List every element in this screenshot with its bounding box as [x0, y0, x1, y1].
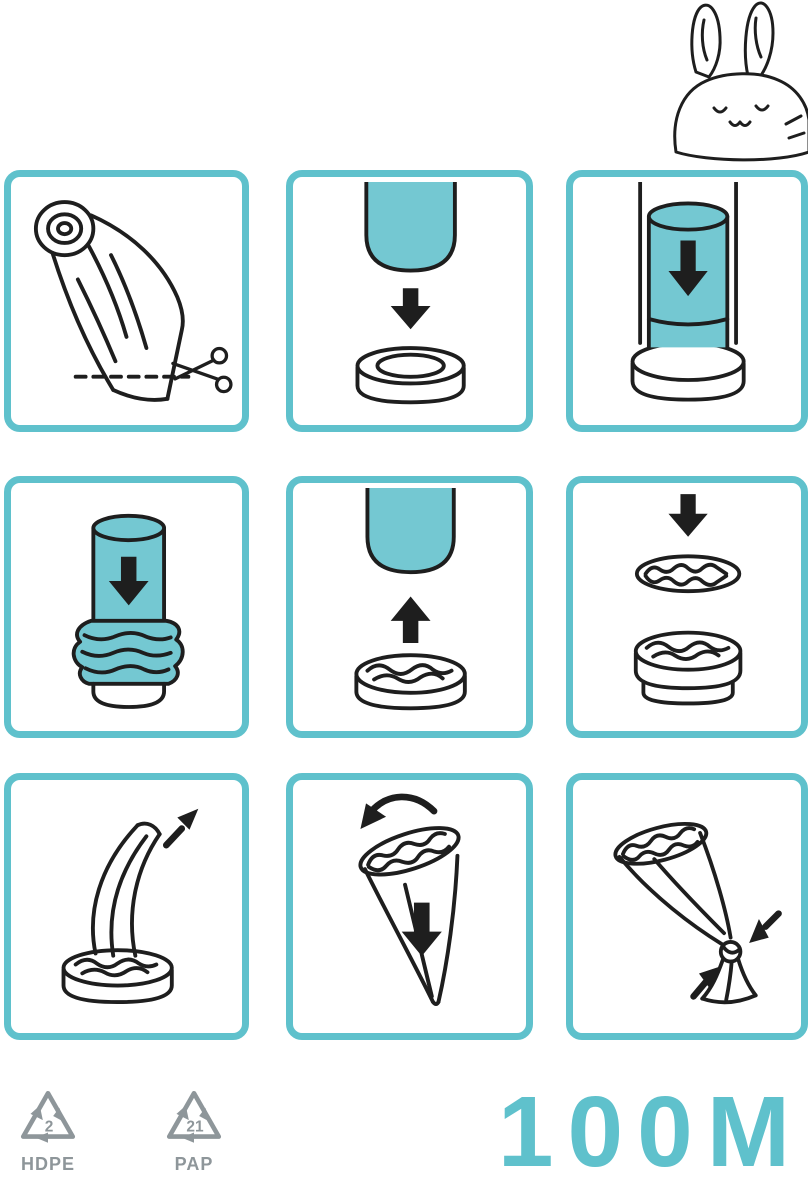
arrow-down-icon: [108, 556, 149, 606]
push-roll-into-ring-illustration: [630, 182, 746, 402]
step-panel-7: [4, 773, 249, 1040]
arrow-up-right-head-icon: [177, 808, 199, 830]
resin-code: 2: [45, 1118, 54, 1135]
arrow-down-icon: [668, 494, 708, 537]
step-panel-6: [566, 476, 808, 738]
curved-arrow-icon: [368, 793, 438, 815]
material-label: PAP: [174, 1154, 214, 1174]
recycling-triangle-icon: 2: [20, 1090, 76, 1143]
lift-pusher-illustration: [354, 488, 467, 711]
recycling-mark-hdpe: 2 HDPE: [2, 1086, 94, 1175]
arrow-to-knot-right-head-icon: [749, 919, 769, 944]
press-film-down-illustration: [71, 513, 185, 709]
bunny-mascot-icon: [673, 1, 808, 162]
arrow-to-knot-left-head-icon: [698, 966, 719, 989]
arrow-down-icon: [390, 288, 431, 330]
arrow-to-knot-right-icon: [762, 910, 782, 930]
place-disc-illustration: [633, 494, 743, 706]
knot-bag-end-illustration: [613, 822, 782, 1005]
arrow-down-icon: [401, 902, 442, 957]
recycling-mark-pap: 21 PAP: [148, 1086, 240, 1175]
arrow-up-icon: [390, 596, 431, 643]
step-panel-3: [566, 170, 808, 432]
pusher-over-ring-illustration: [355, 182, 466, 405]
pull-bag-out-illustration: [61, 808, 199, 1005]
bag-through-disc-illustration: [358, 793, 461, 1006]
step-panel-1: [4, 170, 249, 432]
arrow-up-right-icon: [162, 825, 186, 849]
step-panel-4: [4, 476, 249, 738]
step-panel-8: [286, 773, 533, 1040]
step-panel-2: [286, 170, 533, 432]
arrow-to-knot-left-icon: [690, 978, 709, 1000]
recycling-triangle-icon: 21: [166, 1090, 222, 1143]
roll-length-label: 100M: [497, 1076, 804, 1188]
material-label: HDPE: [20, 1154, 75, 1174]
step-panel-5: [286, 476, 533, 738]
cut-film-from-roll-illustration: [33, 200, 233, 402]
step-panel-9: [566, 773, 808, 1040]
arrow-down-icon: [668, 240, 708, 297]
curved-arrow-head-icon: [360, 803, 387, 830]
resin-code: 21: [186, 1118, 204, 1135]
scissors-icon: [171, 346, 233, 394]
